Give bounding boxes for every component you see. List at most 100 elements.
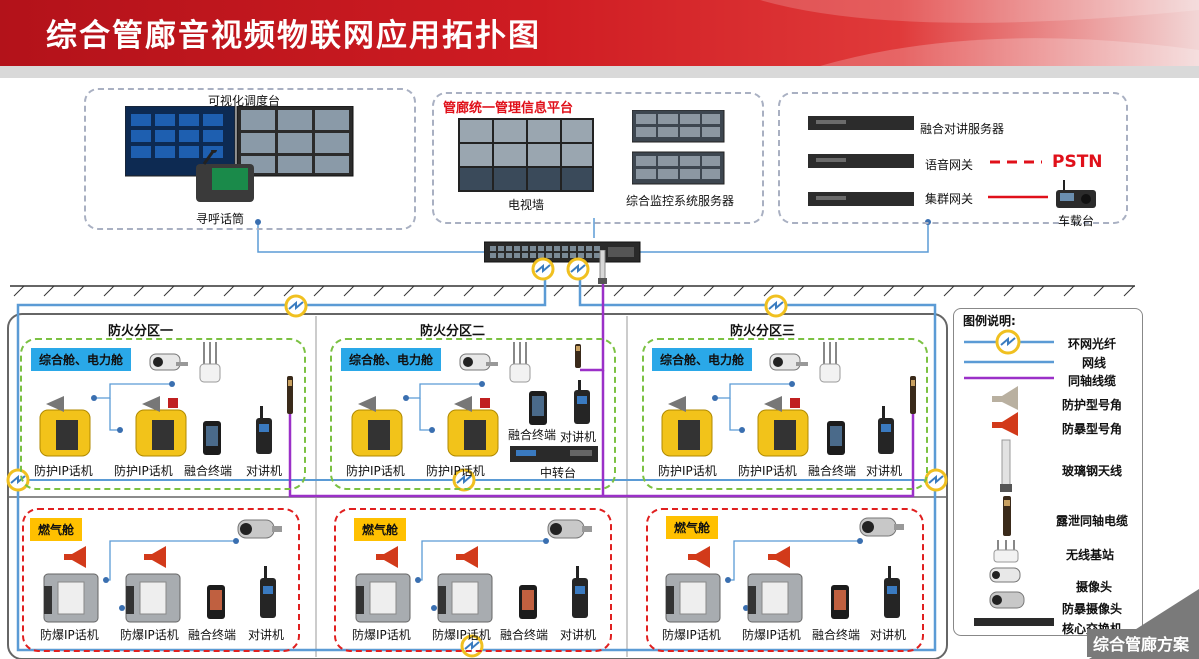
vehicle-radio-icon[interactable] <box>1050 180 1100 210</box>
zone-1-radio-label: 对讲机 <box>246 464 283 478</box>
server-icon[interactable] <box>632 110 726 186</box>
intercom-server-label: 融合对讲服务器 <box>920 122 1005 136</box>
handheld-radio-icon <box>256 406 272 454</box>
zone-1-terminal-label: 融合终端 <box>184 464 233 478</box>
zone-2-title: 防火分区二 <box>420 324 486 339</box>
zone-1-cabin-tag: 综合舱、电力舱 <box>31 348 132 371</box>
zone-1-phone-label-2: 防护IP话机 <box>114 464 173 478</box>
relay-station-icon <box>510 446 598 462</box>
dispatch-console-icon[interactable] <box>125 106 355 178</box>
legend-title: 图例说明: <box>963 314 1016 328</box>
legend-leaky-coax: 露泄同轴电缆 <box>1056 514 1129 528</box>
paging-mic-icon[interactable] <box>192 150 260 206</box>
zone-3-title: 防火分区三 <box>730 324 796 339</box>
dispatch-label: 可视化调度台 <box>208 94 281 108</box>
ip-phone-icon <box>447 396 499 457</box>
explosion-proof-phone-icon <box>125 573 181 623</box>
legend-symbols <box>964 329 1054 626</box>
explosion-proof-phone-icon <box>43 573 99 623</box>
zone-2-gas-box <box>334 508 612 652</box>
zone-3-cabin-box <box>642 338 928 490</box>
zone-2-relay-label: 中转台 <box>540 466 577 480</box>
horn-icon <box>688 546 710 568</box>
gateway-rack-icon[interactable] <box>806 112 916 206</box>
camera-icon <box>149 353 188 371</box>
zone-2-gas-tag: 燃气舱 <box>354 518 407 541</box>
fiber-ring-icon <box>764 294 788 318</box>
vehicle-label: 车载台 <box>1058 214 1095 228</box>
legend-coax: 同轴线缆 <box>1068 374 1117 388</box>
horn-icon <box>456 546 478 568</box>
base-station-icon <box>199 342 221 383</box>
header-banner <box>0 0 1199 66</box>
ip-phone-icon <box>351 396 403 457</box>
terminal-icon <box>203 421 221 455</box>
zone-3-ex-terminal-label: 融合终端 <box>812 628 861 642</box>
terminal-icon <box>519 585 537 619</box>
dispatch-group <box>84 88 416 230</box>
zone-3-radio-label: 对讲机 <box>866 464 903 478</box>
leaky-coax-icon <box>287 376 293 414</box>
ip-phone-icon <box>661 396 713 457</box>
terminal-icon <box>827 421 845 455</box>
camera-icon <box>459 353 498 371</box>
legend-base-station: 无线基站 <box>1066 548 1115 562</box>
horn-icon <box>144 546 166 568</box>
legend-fiber: 环网光纤 <box>1068 337 1117 351</box>
zone-1-phone-label-1: 防护IP话机 <box>34 464 93 478</box>
explosion-proof-camera-icon <box>859 517 904 537</box>
base-station-icon <box>509 342 531 383</box>
handheld-radio-icon <box>260 566 276 618</box>
zone-3-gas-tag: 燃气舱 <box>666 516 719 539</box>
horn-icon <box>376 546 398 568</box>
ip-phone-icon <box>757 396 809 457</box>
fiber-ring-icon <box>452 468 476 492</box>
trunk-gateway-label: 集群网关 <box>925 192 974 206</box>
tv-wall-label: 电视墙 <box>508 198 545 212</box>
zone-3-gas-box <box>646 508 924 652</box>
zone-2-ex-terminal-label: 融合终端 <box>500 628 549 642</box>
horn-icon <box>64 546 86 568</box>
handheld-radio-icon <box>574 380 590 424</box>
zone-1-ex-phone-label-2: 防爆IP话机 <box>120 628 179 642</box>
zone-2-ex-radio-label: 对讲机 <box>560 628 597 642</box>
zone-2-phone-label-2: 防护IP话机 <box>426 464 485 478</box>
zone-3-ex-radio-label: 对讲机 <box>870 628 907 642</box>
explosion-proof-phone-icon <box>665 573 721 623</box>
leaky-coax-icon <box>575 344 581 368</box>
legend-antenna: 玻璃钢天线 <box>1062 464 1123 478</box>
explosion-proof-phone-icon <box>355 573 411 623</box>
zone-1-ex-radio-label: 对讲机 <box>248 628 285 642</box>
handheld-radio-icon <box>884 566 900 618</box>
ip-phone-icon <box>135 396 187 457</box>
antenna-icon <box>598 250 607 284</box>
zone-3-cabin-tag: 综合舱、电力舱 <box>652 348 753 371</box>
platform-group <box>432 92 764 224</box>
terminal-icon <box>529 391 547 425</box>
zone-2-phone-label-1: 防护IP话机 <box>346 464 405 478</box>
voice-gateway-label: 语音网关 <box>925 158 974 172</box>
platform-title: 管廊统一管理信息平台 <box>443 101 574 116</box>
fiber-ring-icon <box>566 257 590 281</box>
zone-3-ex-phone-label-2: 防爆IP话机 <box>742 628 801 642</box>
pstn-label: PSTN <box>1052 152 1103 172</box>
switch-icon[interactable] <box>484 238 644 266</box>
zone-1-ex-terminal-label: 融合终端 <box>188 628 237 642</box>
leaky-coax-icon <box>910 376 916 414</box>
explosion-proof-phone-icon <box>437 573 493 623</box>
zone-1-gas-box <box>22 508 300 652</box>
handheld-radio-icon <box>878 406 894 454</box>
zone-3-terminal-label: 融合终端 <box>808 464 857 478</box>
terminal-icon <box>831 585 849 619</box>
tv-wall-icon[interactable] <box>458 118 594 192</box>
zone-1-gas-tag: 燃气舱 <box>30 518 83 541</box>
fiber-ring-icon <box>531 257 555 281</box>
zone-3-ex-phone-label-1: 防爆IP话机 <box>662 628 721 642</box>
horn-icon <box>768 546 790 568</box>
zone-1-cabin-box <box>20 338 306 490</box>
fiber-ring-icon <box>284 294 308 318</box>
footer-label: 综合管廊方案 <box>1086 629 1195 657</box>
zone-2-ex-phone-label-2: 防爆IP话机 <box>432 628 491 642</box>
page-title: 综合管廊音视频物联网应用拓扑图 <box>46 18 541 54</box>
monitor-server-label: 综合监控系统服务器 <box>626 194 735 208</box>
